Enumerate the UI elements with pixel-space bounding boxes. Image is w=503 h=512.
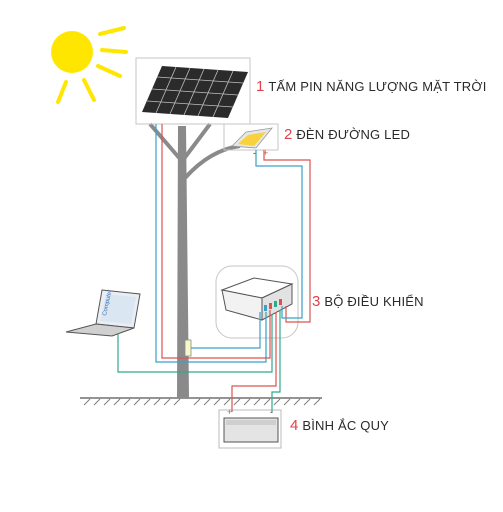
battery-wire-red (231, 312, 277, 412)
battery-pit (218, 409, 282, 449)
label-text: ĐÈN ĐƯỜNG LED (296, 127, 411, 142)
laptop-screen-text: Computer (102, 289, 113, 316)
lamp-plus-terminal: + (263, 148, 268, 158)
lamp-wire-blue (255, 150, 303, 319)
battery-wire-teal (271, 310, 281, 412)
ground (80, 397, 322, 406)
solar-panel (135, 57, 251, 125)
laptop-icon (65, 289, 141, 337)
label-solar-panel: 1 TẤM PIN NĂNG LƯỢNG MẶT TRỜI (256, 78, 487, 95)
label-text: BÌNH ẮC QUY (302, 418, 390, 433)
junction-wire (191, 312, 261, 349)
lamp-pole (148, 122, 241, 398)
battery-plus-terminal: + (227, 407, 232, 417)
pole-junction-box (184, 339, 192, 357)
led-lamp (223, 123, 279, 151)
label-number: 4 (290, 417, 299, 434)
sun-icon (51, 26, 128, 104)
battery (223, 417, 279, 443)
label-battery: 4 BÌNH ẮC QUY (290, 417, 389, 434)
panel-wire-red (161, 124, 271, 359)
label-text: BỘ ĐIỀU KHIỂN (324, 294, 424, 309)
label-number: 2 (284, 126, 293, 143)
lamp-minus-terminal: - (253, 148, 256, 158)
charge-controller (215, 265, 299, 339)
label-controller: 3 BỘ ĐIỀU KHIỂN (312, 293, 424, 310)
laptop-wire-teal (117, 314, 273, 373)
label-number: 3 (312, 293, 321, 310)
panel-wire-blue (155, 124, 267, 363)
label-led-lamp: 2 ĐÈN ĐƯỜNG LED (284, 126, 410, 143)
label-number: 1 (256, 78, 265, 95)
wiring (117, 124, 311, 412)
lamp-wire-red (263, 150, 311, 323)
label-text: TẤM PIN NĂNG LƯỢNG MẶT TRỜI (268, 79, 487, 94)
